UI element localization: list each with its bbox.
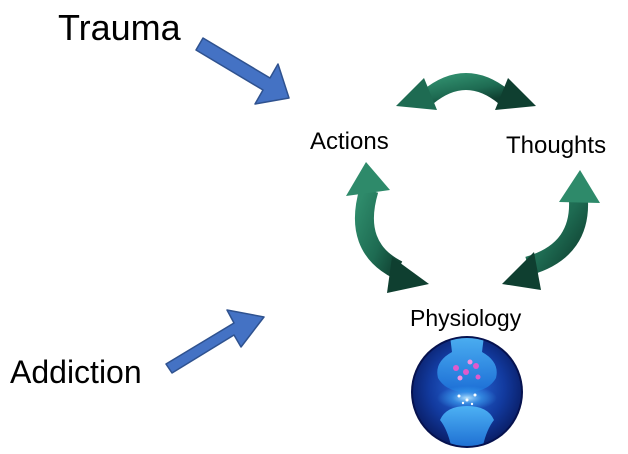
trauma-label: Trauma <box>58 7 181 48</box>
actions-thoughts-arrow <box>396 73 536 110</box>
thoughts-physiology-arrow <box>502 170 600 290</box>
actions-label: Actions <box>310 128 389 155</box>
thoughts-label: Thoughts <box>506 132 607 159</box>
addiction-arrow <box>165 309 265 374</box>
actions-physiology-arrow <box>346 162 429 293</box>
addiction-label: Addiction <box>10 354 142 390</box>
physiology-label: Physiology <box>410 305 522 331</box>
synapse-image <box>411 336 523 448</box>
trauma-arrow <box>195 37 290 105</box>
